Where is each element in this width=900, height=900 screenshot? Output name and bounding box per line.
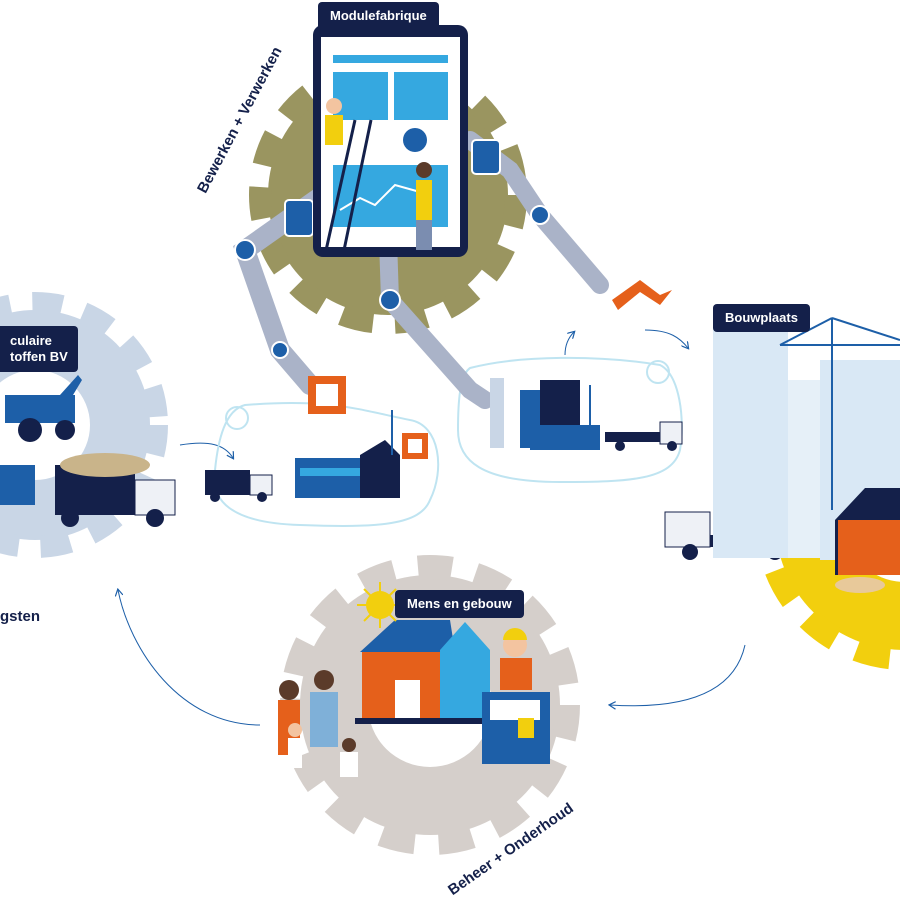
building-site: [713, 328, 900, 560]
house-module-icon: [835, 488, 900, 593]
excavator-icon: [0, 375, 82, 505]
phase-label-sourcing: gsten: [0, 608, 41, 625]
module-piece-icon: [308, 280, 672, 459]
family-icon: [278, 670, 358, 777]
sun-icon: [357, 582, 403, 628]
worker-icon: [323, 98, 432, 256]
truck-icon: [205, 470, 273, 502]
worker-icon: [482, 628, 550, 764]
stage-label-materials-line1: culaire: [10, 333, 52, 348]
factory-icon: [490, 378, 600, 450]
house-module-icon: [355, 620, 500, 724]
stage-label-building-site: Bouwplaats: [713, 304, 810, 332]
process-cloud: [213, 356, 683, 527]
robot-arm-icon: [233, 131, 609, 409]
stage-label-materials-company: culaire toffen BV: [0, 326, 78, 372]
stage-label-materials-line2: toffen BV: [10, 349, 68, 364]
factory-icon: [295, 410, 400, 498]
truck-icon: [605, 421, 683, 451]
cycle-arrow-icon: [118, 329, 746, 726]
truck-icon: [55, 453, 176, 527]
stage-label-module-factory: Modulefabrique: [318, 2, 439, 30]
stage-label-people-building: Mens en gebouw: [395, 590, 524, 618]
